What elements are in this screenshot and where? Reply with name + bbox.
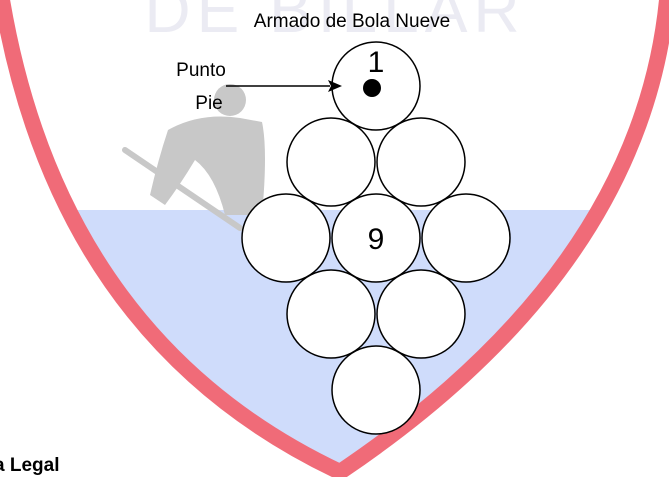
foot-spot-dot xyxy=(363,79,381,97)
rack-ball xyxy=(286,269,376,359)
rack-ball: 1 xyxy=(331,41,421,131)
watermark-player-figure xyxy=(122,84,265,231)
rack-ball xyxy=(421,193,511,283)
rack-ball xyxy=(376,269,466,359)
ball-circle xyxy=(286,269,376,359)
figure-head xyxy=(214,84,246,116)
rack-ball xyxy=(241,193,331,283)
diagram-title: Armado de Bola Nueve xyxy=(254,11,450,32)
foot-spot-label-line1: Punto xyxy=(176,60,226,81)
ball-number: 9 xyxy=(368,223,385,256)
ball-circle xyxy=(376,117,466,207)
ball-number: 1 xyxy=(368,46,385,79)
rack-balls: 19 xyxy=(241,41,511,435)
figure-body xyxy=(150,116,265,215)
ball-circle xyxy=(331,345,421,435)
ball-circle xyxy=(376,269,466,359)
ball-circle xyxy=(421,193,511,283)
rack-ball xyxy=(331,345,421,435)
rack-ball xyxy=(286,117,376,207)
footer-partial-heading: a Legal xyxy=(0,455,59,476)
rack-ball: 9 xyxy=(331,193,421,283)
ball-circle xyxy=(331,193,421,283)
rack-ball xyxy=(376,117,466,207)
foot-spot-label-line2: Pie xyxy=(195,93,222,114)
foot-spot-arrow-head xyxy=(328,80,342,92)
watermark-text: DE BILLAR xyxy=(144,0,525,46)
ball-circle xyxy=(286,117,376,207)
figure-cue-stick xyxy=(122,147,243,231)
foot-spot-arrow xyxy=(226,80,342,92)
ball-circle xyxy=(241,193,331,283)
